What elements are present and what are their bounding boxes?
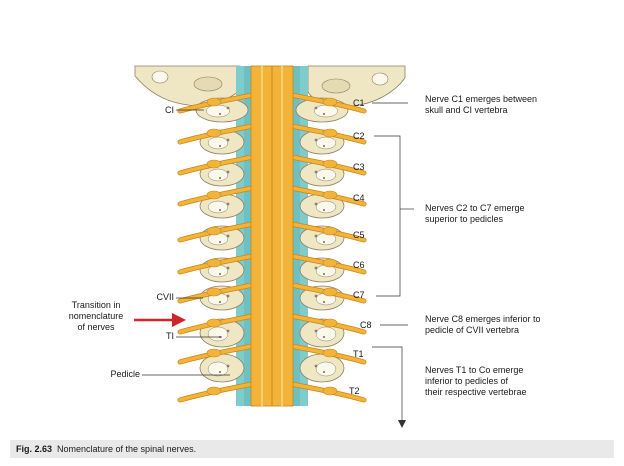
vertebra-texture [322,208,326,212]
vertebra-texture [226,266,230,270]
vertebra-texture [314,234,318,238]
vertebra-texture [322,300,326,304]
transition-label: Transition in nomenclature of nerves [68,300,124,332]
vertebra-texture [226,294,230,298]
nerve-label-c3: C3 [353,162,365,172]
nerve-ganglion [322,348,338,358]
nerve-ganglion [322,128,338,138]
vertebra-texture [322,272,326,276]
nerve-label-c1: C1 [353,98,365,108]
nerve-ganglion [322,258,338,268]
vertebra-texture [218,112,222,116]
nerve-ganglion [322,190,338,200]
vertebra-texture [218,272,222,276]
vertebra-foramen [315,168,337,182]
vertebra-texture [226,138,230,142]
vertebra-texture [218,370,222,374]
ti-label: TI [166,331,174,341]
figure-caption: Fig. 2.63 Nomenclature of the spinal nerv… [10,440,614,458]
note-t1-co: Nerves T1 to Co emerge inferior to pedic… [425,365,527,397]
vertebra-foramen [315,326,337,342]
vertebra-texture [218,176,222,180]
nerve-ganglion [206,226,222,236]
vertebra-texture [314,170,318,174]
t1-co-bracket [372,346,403,420]
vertebra-foramen [207,136,229,150]
vertebra-texture [218,144,222,148]
nerve-ganglion [206,190,222,200]
nerve-ganglion [322,386,338,396]
vertebra-texture [226,106,230,110]
vertebra-texture [322,335,326,339]
nerve-label-c2: C2 [353,131,365,141]
nerve-ganglion [322,97,338,107]
vertebra-foramen [315,200,337,214]
brackets [372,102,414,428]
vertebra-texture [226,329,230,333]
note-c8: Nerve C8 emerges inferior to pedicle of … [425,314,541,335]
nerve-ganglion [206,128,222,138]
nerve-label-c7: C7 [353,290,365,300]
vertebra-texture [314,106,318,110]
vertebra-texture [314,329,318,333]
figure-number: Fig. 2.63 [16,444,53,454]
vertebra-texture [218,208,222,212]
nerve-ganglion [206,287,222,297]
nerve-ganglion [322,226,338,236]
spinal-cord [250,65,294,407]
nerve-ganglion [206,318,222,328]
nerve-ganglion [206,348,222,358]
vertebra-foramen [206,104,230,118]
vertebra-foramen [315,361,337,377]
vertebra-foramen [207,326,229,342]
vertebra-texture [314,294,318,298]
vertebra-texture [322,176,326,180]
vertebra-foramen [207,200,229,214]
t1-co-arrowhead [398,420,406,428]
nerve-label-c6: C6 [353,260,365,270]
vertebra-texture [314,202,318,206]
vertebra-texture [314,364,318,368]
nerve-label-c8: C8 [360,320,372,330]
pointer-lines [142,109,230,376]
nerve-ganglion [206,97,222,107]
nerve-ganglion [206,258,222,268]
vertebra-texture [218,300,222,304]
vertebra-texture [226,170,230,174]
vertebra-texture [322,370,326,374]
vertebra-texture [226,234,230,238]
transition-arrow [134,313,186,327]
vertebra-foramen [207,361,229,377]
nerve-label-c5: C5 [353,230,365,240]
nerve-label-t2: T2 [349,386,360,396]
vertebra-texture [322,144,326,148]
nerve-label-t1: T1 [353,349,364,359]
vertebra-texture [322,240,326,244]
c2-c7-bracket [374,135,401,297]
vertebra-texture [226,364,230,368]
pedicle-label: Pedicle [110,369,140,379]
vertebra-texture [314,138,318,142]
caption-text: Nomenclature of the spinal nerves. [57,444,197,454]
nerve-ganglion [206,159,222,169]
nerve-label-c4: C4 [353,193,365,203]
ci-label: CI [165,105,174,115]
vertebra-texture [322,112,326,116]
note-c1: Nerve C1 emerges between skull and CI ve… [425,94,538,115]
vertebra-texture [226,202,230,206]
vertebra-foramen [314,104,338,118]
vertebra-texture [314,266,318,270]
nerve-ganglion [322,318,338,328]
cvii-label: CVII [156,292,174,302]
nerve-ganglion [322,159,338,169]
note-c2-c7: Nerves C2 to C7 emerge superior to pedic… [425,203,525,224]
nerve-ganglion [322,287,338,297]
nerve-roots [177,92,367,403]
nerve-ganglion [206,386,222,396]
vertebra-foramen [315,136,337,150]
vertebra-foramen [207,168,229,182]
vertebra-texture [218,240,222,244]
